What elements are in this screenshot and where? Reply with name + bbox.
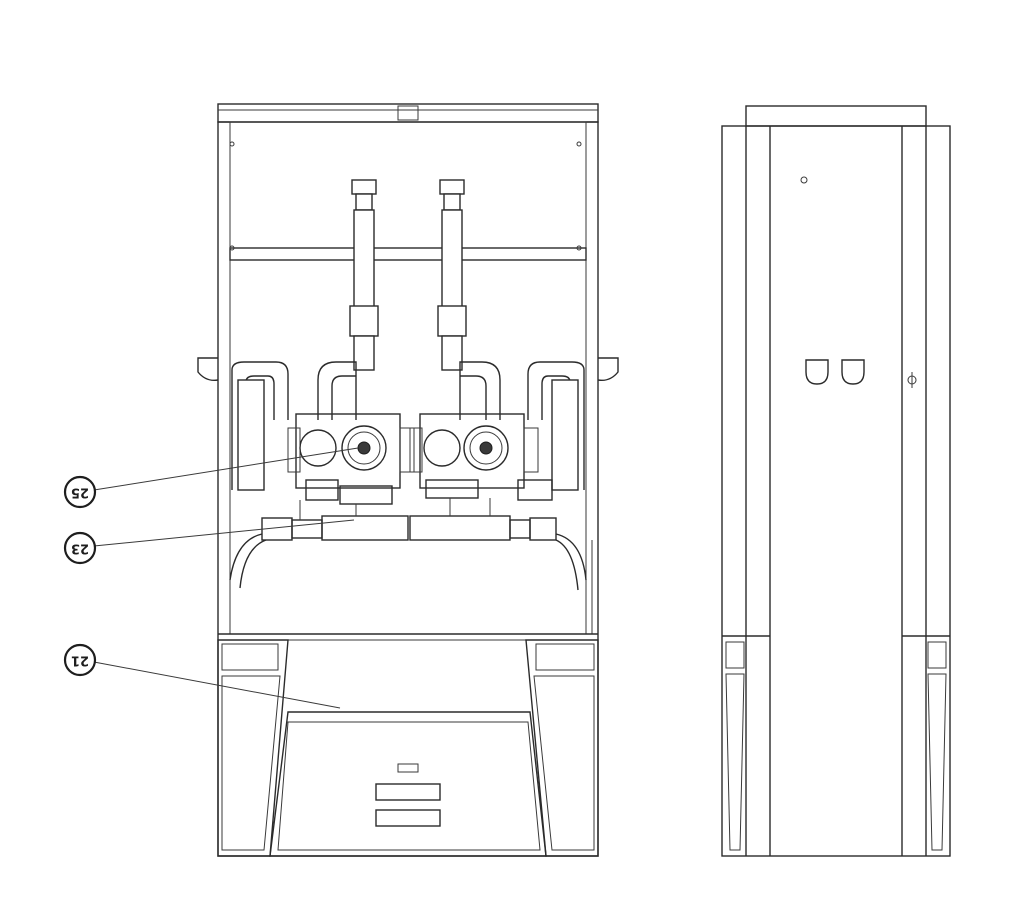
callout-label: 23 bbox=[71, 541, 89, 556]
callout-label: 25 bbox=[71, 485, 89, 500]
callout-21: 21 bbox=[63, 643, 341, 709]
callout-23: 23 bbox=[63, 519, 355, 565]
callout-label: 21 bbox=[71, 653, 89, 668]
front-view bbox=[197, 103, 619, 857]
side-view bbox=[721, 105, 951, 857]
callout-25: 25 bbox=[63, 447, 359, 509]
